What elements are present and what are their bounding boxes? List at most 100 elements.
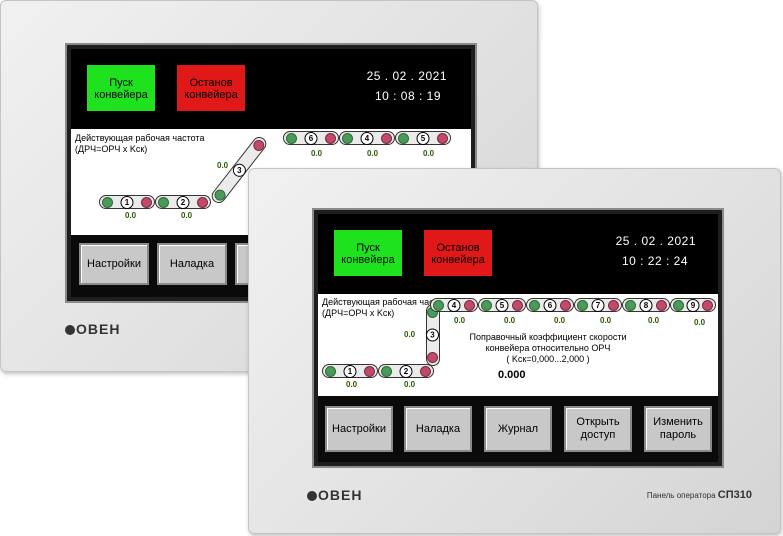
conveyor-number: 4 xyxy=(360,132,374,145)
front-conveyor-3[interactable]: 3 xyxy=(426,304,440,366)
front-conveyor-5-value: 0.0 xyxy=(504,316,516,325)
back-date: 25 . 02 . 2021 xyxy=(366,69,447,83)
conveyor-number: 3 xyxy=(426,328,439,342)
front-conveyor-9[interactable]: 9 xyxy=(670,298,716,312)
back-conveyor-4[interactable]: 4 xyxy=(339,131,395,145)
front-conveyor-7-value: 0.0 xyxy=(600,316,612,325)
freq-label-line2: (ДРЧ=ОРЧ х Kcк) xyxy=(322,308,395,318)
back-conveyor-3-value: 0.0 xyxy=(217,161,229,170)
roller-left xyxy=(529,300,540,311)
model-label: Панель оператора СП310 xyxy=(647,489,752,501)
front-freq-label: Действующая рабочая частота (ДРЧ=ОРЧ х K… xyxy=(322,297,451,319)
back-settings-button[interactable]: Настройки xyxy=(79,243,149,285)
roller-right xyxy=(512,300,523,311)
back-conveyor-6[interactable]: 6 xyxy=(283,131,339,145)
roller-right xyxy=(364,366,375,377)
roller-left xyxy=(325,366,336,377)
start-label-line1: Пуск xyxy=(109,77,133,89)
stop-label-line2: конвейера xyxy=(184,89,238,101)
model-name: СП310 xyxy=(717,489,752,501)
front-conveyor-6-value: 0.0 xyxy=(554,316,566,325)
freq-label-line1: Действующая рабочая частота xyxy=(75,133,205,143)
roller-left xyxy=(433,300,444,311)
front-conveyor-3-value: 0.0 xyxy=(404,330,416,339)
coef-line2: конвейера относительно ОРЧ xyxy=(485,343,611,353)
roller-right xyxy=(381,133,392,144)
front-conveyor-7[interactable]: 7 xyxy=(574,298,622,312)
front-conveyor-1-value: 0.0 xyxy=(346,380,358,389)
roller-left xyxy=(673,300,684,311)
front-conveyor-5[interactable]: 5 xyxy=(478,298,526,312)
roller-right xyxy=(251,137,267,154)
start-label-line1: Пуск xyxy=(356,242,380,254)
logo-circle-icon xyxy=(307,491,317,501)
coefficient-value[interactable]: 0.000 xyxy=(498,369,526,381)
roller-right xyxy=(141,197,152,208)
roller-left xyxy=(481,300,492,311)
back-setup-button[interactable]: Наладка xyxy=(157,243,227,285)
front-change-password-button[interactable]: Изменить пароль xyxy=(644,406,712,452)
coef-line1: Поправочный коэффициент скорости xyxy=(469,332,627,342)
conveyor-number: 1 xyxy=(343,365,357,378)
conveyor-number: 6 xyxy=(304,132,318,145)
back-conveyor-2-value: 0.0 xyxy=(181,211,193,220)
conveyor-number: 4 xyxy=(447,299,461,312)
front-conveyor-2[interactable]: 2 xyxy=(378,364,434,378)
roller-right xyxy=(656,300,667,311)
front-conveyor-1[interactable]: 1 xyxy=(322,364,378,378)
stop-label-line2: конвейера xyxy=(431,254,485,266)
front-date: 25 . 02 . 2021 xyxy=(615,234,696,248)
front-settings-button[interactable]: Настройки xyxy=(325,406,393,452)
roller-right xyxy=(420,366,431,377)
back-conveyor-1[interactable]: 1 xyxy=(99,195,155,209)
front-setup-button[interactable]: Наладка xyxy=(404,406,472,452)
front-conveyor-4[interactable]: 4 xyxy=(430,298,478,312)
conveyor-number: 1 xyxy=(120,196,134,209)
brand-text: ОВЕН xyxy=(318,487,363,503)
front-conveyor-6[interactable]: 6 xyxy=(526,298,574,312)
conveyor-number: 5 xyxy=(416,132,430,145)
front-conveyor-8[interactable]: 8 xyxy=(622,298,670,312)
conveyor-number: 7 xyxy=(591,299,605,312)
back-freq-label: Действующая рабочая частота (ДРЧ=ОРЧ х K… xyxy=(75,133,204,155)
back-time: 10 : 08 : 19 xyxy=(374,89,441,103)
back-conveyor-5-value: 0.0 xyxy=(423,149,435,158)
roller-left xyxy=(212,187,228,203)
start-label-line2: конвейера xyxy=(94,89,148,101)
roller-left xyxy=(286,133,297,144)
coefficient-label: Поправочный коэффициент скорости конвейе… xyxy=(452,332,644,365)
back-conveyor-2[interactable]: 2 xyxy=(155,195,211,209)
roller-left xyxy=(158,197,169,208)
stop-label-line1: Останов xyxy=(436,242,480,254)
front-log-button[interactable]: Журнал xyxy=(484,406,552,452)
roller-right xyxy=(325,133,336,144)
conveyor-number: 9 xyxy=(686,299,700,312)
roller-left xyxy=(398,133,409,144)
roller-right xyxy=(437,133,448,144)
roller-left xyxy=(102,197,113,208)
roller-left xyxy=(342,133,353,144)
front-conveyor-2-value: 0.0 xyxy=(404,380,416,389)
logo-circle-icon xyxy=(65,325,75,335)
front-brand-logo: ОВЕН xyxy=(307,487,362,503)
front-time: 10 : 22 : 24 xyxy=(621,254,688,268)
roller-right xyxy=(608,300,619,311)
roller-right xyxy=(702,300,713,311)
conveyor-number: 3 xyxy=(232,163,246,177)
conveyor-number: 2 xyxy=(176,196,190,209)
front-bottom-bar: Настройки Наладка Журнал Открыть доступ … xyxy=(318,396,718,462)
back-conveyor-6-value: 0.0 xyxy=(311,149,323,158)
roller-right xyxy=(560,300,571,311)
back-conveyor-4-value: 0.0 xyxy=(367,149,379,158)
back-conveyor-5[interactable]: 5 xyxy=(395,131,451,145)
model-label-text: Панель оператора xyxy=(646,491,716,500)
front-open-access-button[interactable]: Открыть доступ xyxy=(564,406,632,452)
